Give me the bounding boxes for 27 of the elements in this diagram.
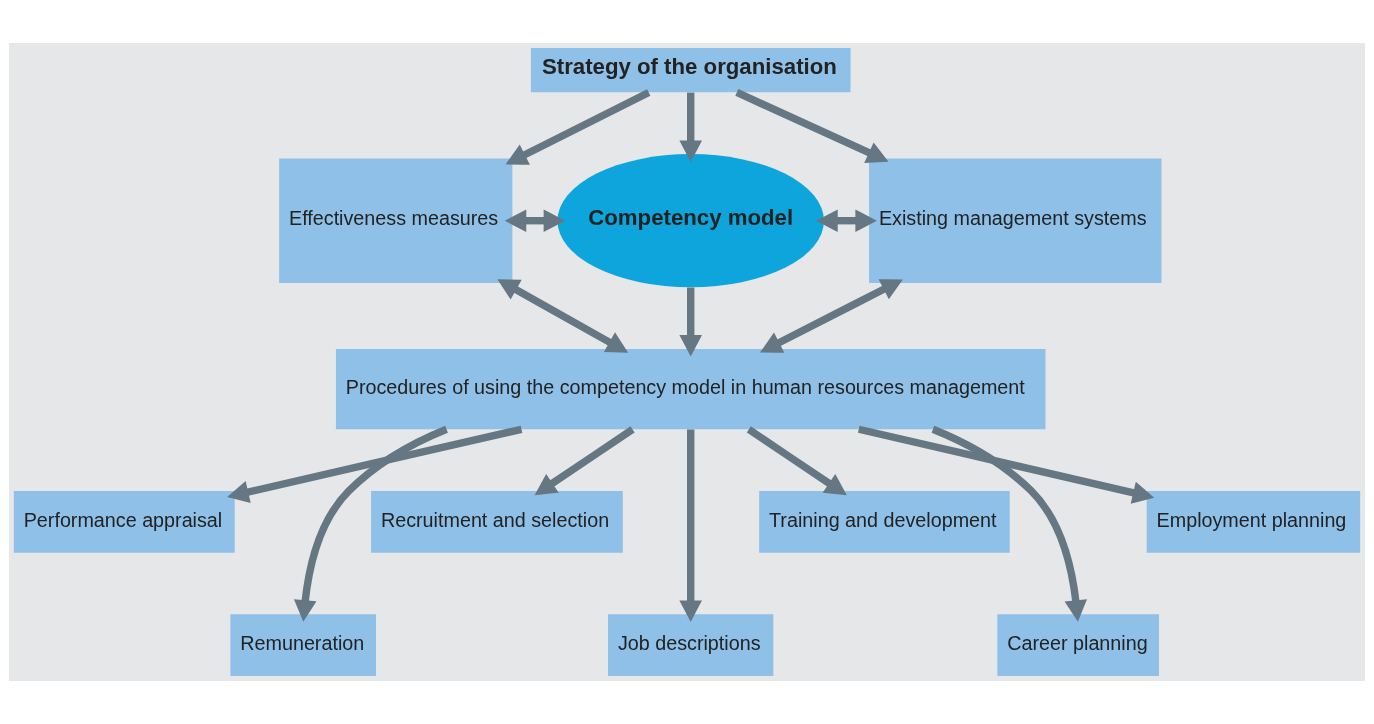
arrow — [679, 287, 702, 357]
arrow — [746, 426, 847, 496]
node-ellipse: Competency model — [557, 154, 824, 288]
node-box: Performance appraisal — [13, 490, 235, 553]
arrow — [735, 89, 889, 163]
node-box: Effectiveness measures — [279, 158, 513, 283]
arrow — [227, 425, 523, 504]
node-box: Strategy of the organisation — [530, 47, 851, 93]
node-box: Procedures of using the competency model in human resources management — [335, 349, 1046, 430]
node-box: Job descriptions — [608, 614, 774, 677]
node-box: Training and development — [759, 490, 1010, 553]
node-box: Recruitment and selection — [371, 490, 623, 553]
arrow — [534, 426, 635, 496]
arrow — [504, 209, 566, 232]
arrow — [931, 425, 1088, 622]
arrow — [857, 425, 1155, 504]
arrow — [679, 429, 702, 622]
node-box: Existing management systems — [869, 158, 1162, 283]
arrow — [293, 425, 448, 622]
arrow — [679, 92, 702, 162]
arrow — [816, 209, 877, 232]
arrow — [760, 279, 903, 353]
arrow — [505, 89, 651, 165]
node-box: Employment planning — [1146, 490, 1361, 553]
node-box: Career planning — [997, 614, 1159, 677]
node-box: Remuneration — [230, 614, 376, 677]
arrow — [497, 279, 629, 353]
